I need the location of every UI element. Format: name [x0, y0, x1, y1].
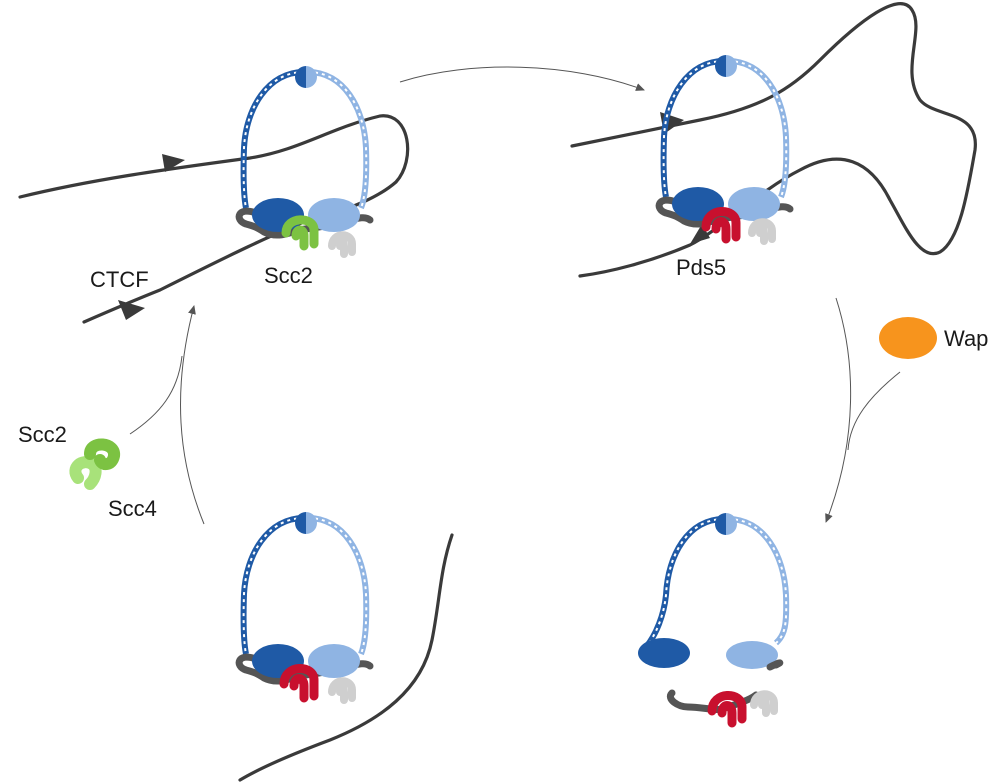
dna-strand-lower-left: [238, 533, 454, 782]
pds5-icon: [707, 691, 747, 728]
cohesin-complex-loading: [239, 66, 370, 254]
scc2-free-label: Scc2: [18, 422, 67, 447]
cohesin-complex-released-dna: [239, 512, 370, 700]
ctcf-label: CTCF: [90, 267, 149, 292]
curved-arrow-icon: [825, 297, 852, 523]
pds5-label: Pds5: [676, 255, 726, 280]
cohesin-complex-opened: [638, 513, 790, 728]
arrowhead-icon: [690, 224, 710, 244]
scc4-free-label: Scc4: [108, 496, 157, 521]
scc2-scc4-free-icon: [69, 438, 120, 490]
curved-arrow-icon: [180, 305, 205, 525]
arrowhead-icon: [118, 300, 145, 320]
cohesin-complex-pds5: [659, 55, 790, 241]
pds5-icon: [701, 207, 741, 244]
scc2-bound-label: Scc2: [264, 263, 313, 288]
curved-arrow-icon: [399, 66, 645, 91]
pds5-icon: [279, 664, 319, 703]
arrowhead-icon: [162, 154, 185, 172]
curved-arrow-icon: [847, 371, 901, 451]
wapl-icon: [879, 317, 937, 359]
curved-arrow-icon: [129, 355, 183, 435]
wapl-label: Wap: [944, 326, 988, 351]
scc2-icon: [281, 215, 319, 251]
dna-strand-upper-left: [18, 114, 410, 324]
